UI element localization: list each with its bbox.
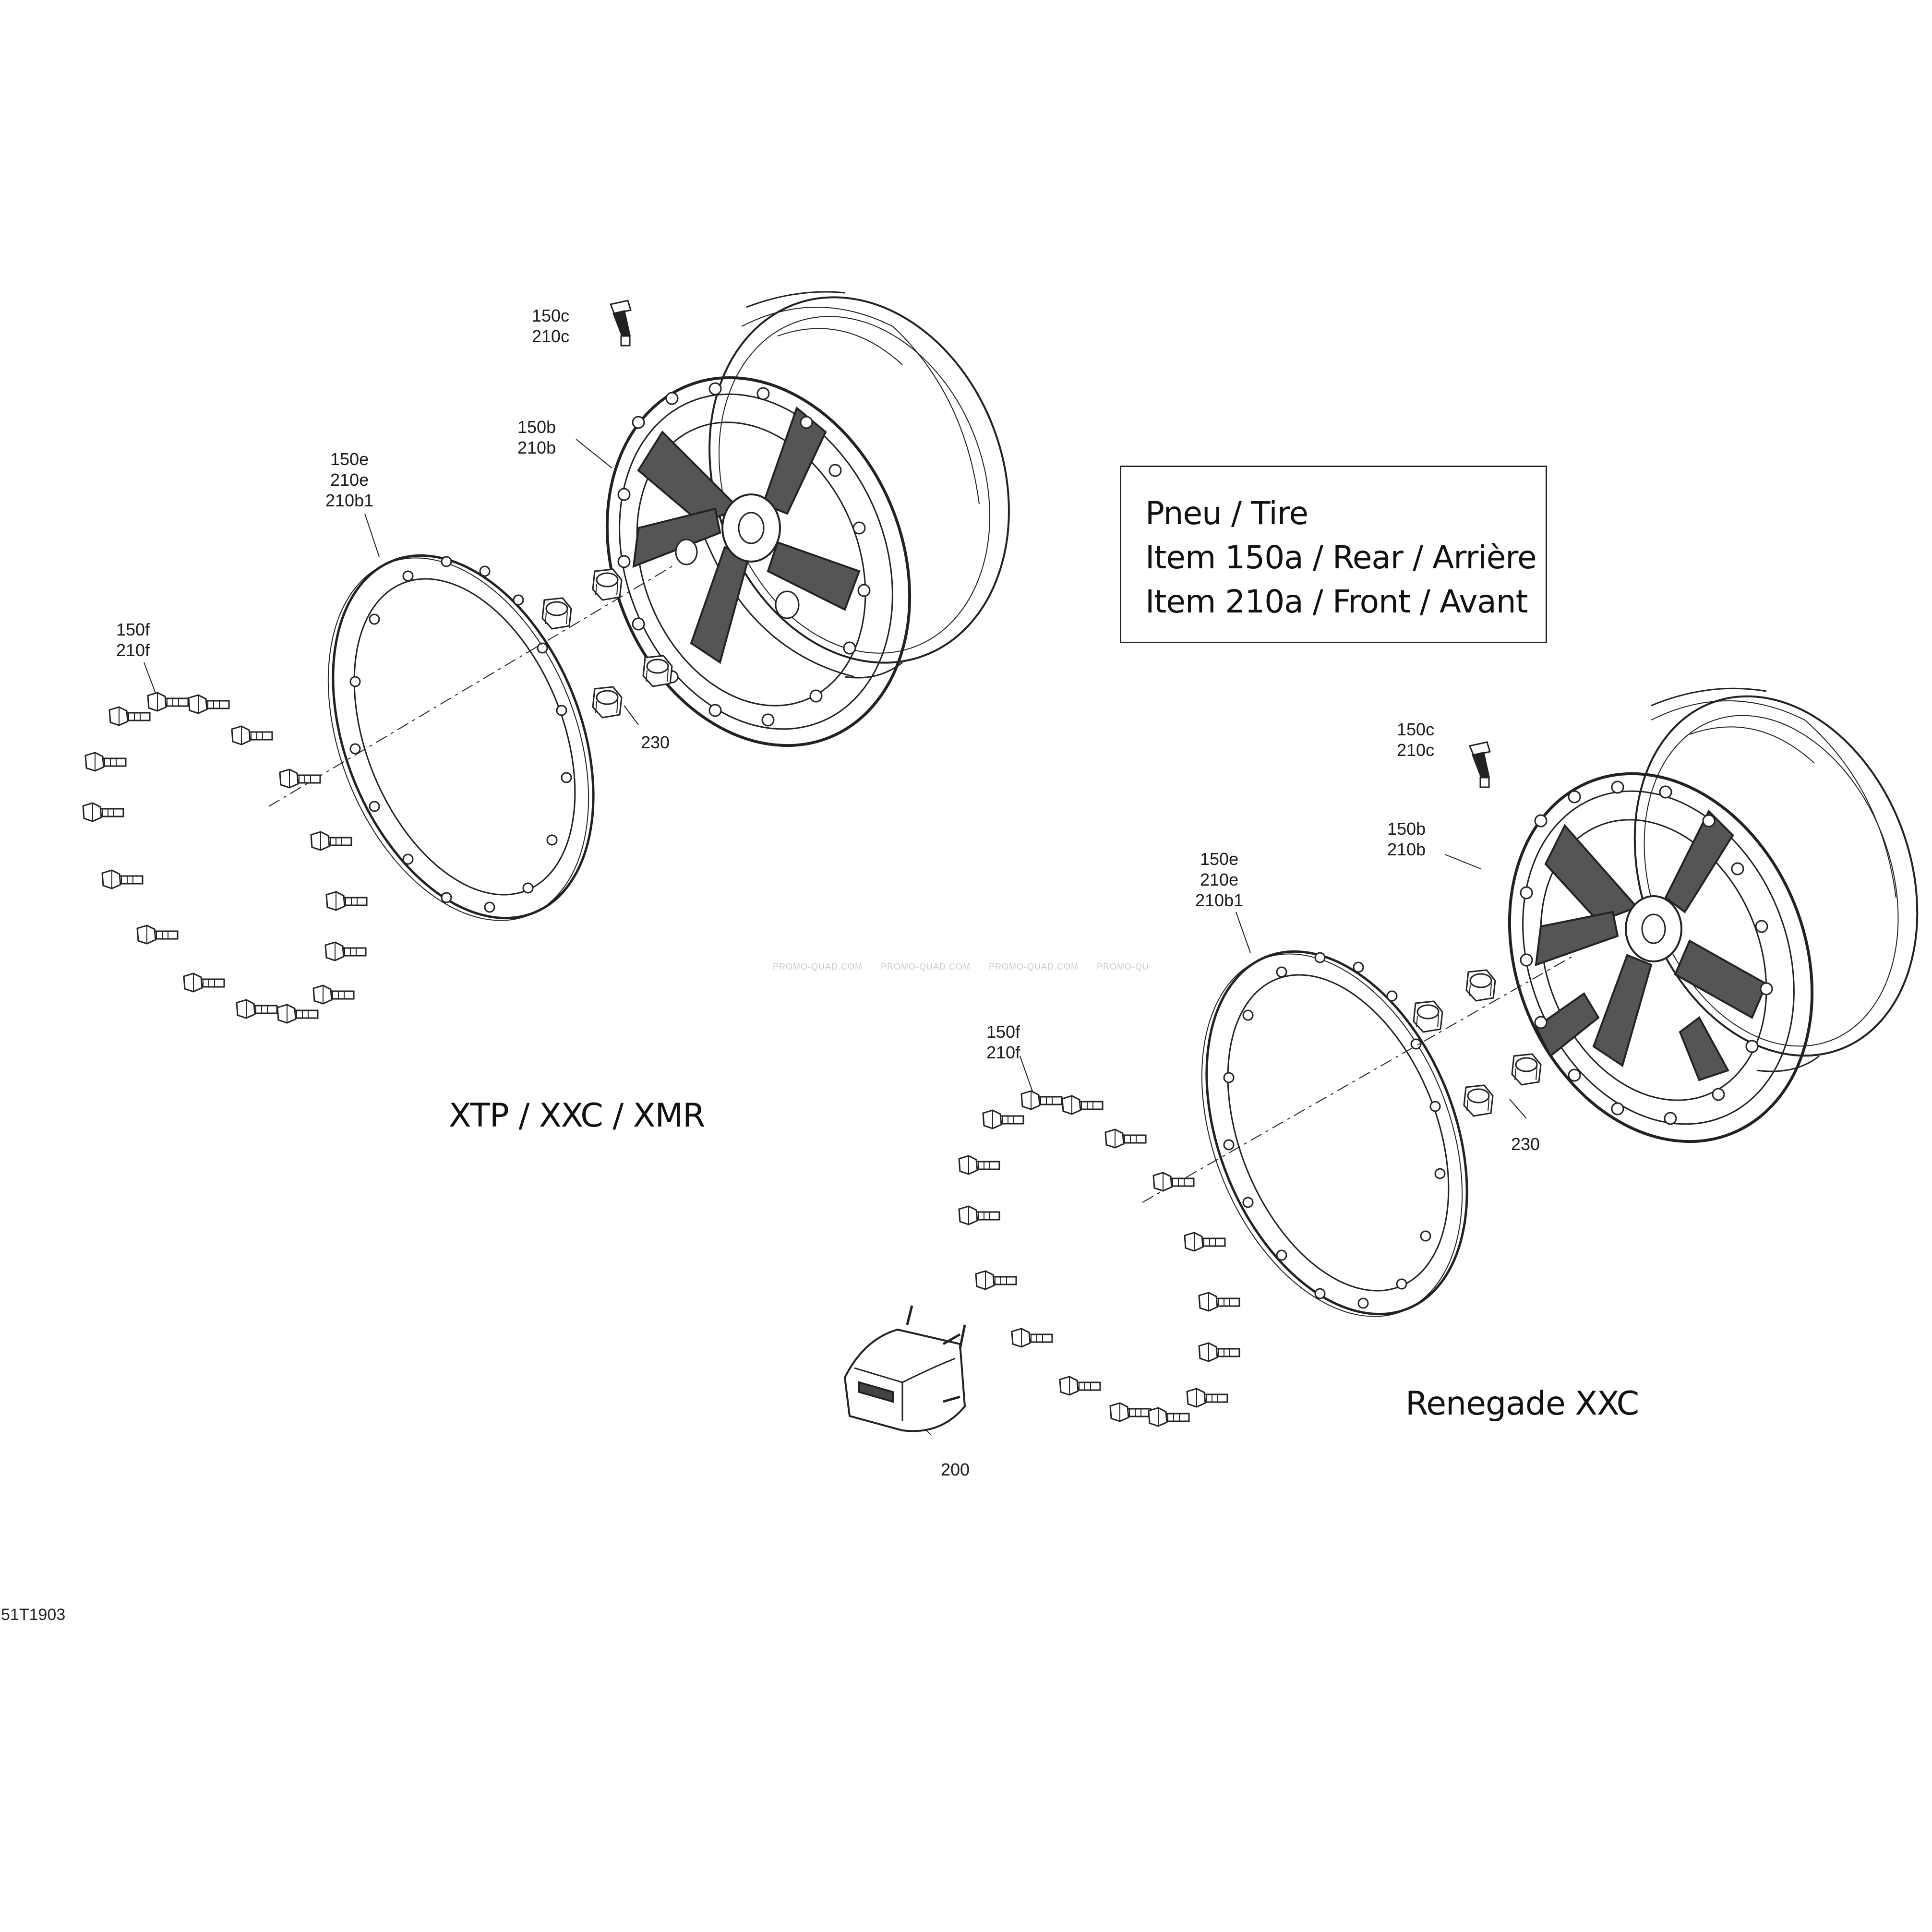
right-valve-stem xyxy=(1469,741,1491,788)
callout-hub-cap: 200 xyxy=(941,1460,970,1479)
right-wheel-assembly xyxy=(912,687,1919,1436)
right-ring-bolts xyxy=(958,1090,1240,1427)
legend-line-front: Item 210a / Front / Avant xyxy=(1145,583,1528,620)
left-valve-stem xyxy=(610,300,632,347)
diagram-id: 51T1903 xyxy=(1,1606,66,1624)
watermark-4: PROMO-QU xyxy=(1097,962,1149,972)
watermark-1: PROMO-QUAD.COM xyxy=(773,962,863,972)
legend-line-tire: Pneu / Tire xyxy=(1145,495,1308,532)
model-label-right: Renegade XXC xyxy=(1405,1385,1639,1423)
left-wheel-assembly xyxy=(144,291,1010,921)
legend-line-rear: Item 150a / Rear / Arrière xyxy=(1145,539,1537,576)
left-ring-bolts xyxy=(82,692,368,1024)
hub-cap xyxy=(843,1305,966,1432)
watermark-3: PROMO-QUAD.COM xyxy=(989,962,1079,972)
model-label-left: XTP / XXC / XMR xyxy=(449,1097,705,1135)
callout-right-nut: 230 xyxy=(1511,1134,1540,1154)
callout-left-nut: 230 xyxy=(641,732,670,752)
tire-legend-box: Pneu / Tire Item 150a / Rear / Arrière I… xyxy=(1120,466,1547,643)
watermark-2: PROMO-QUAD.COM xyxy=(881,962,971,972)
